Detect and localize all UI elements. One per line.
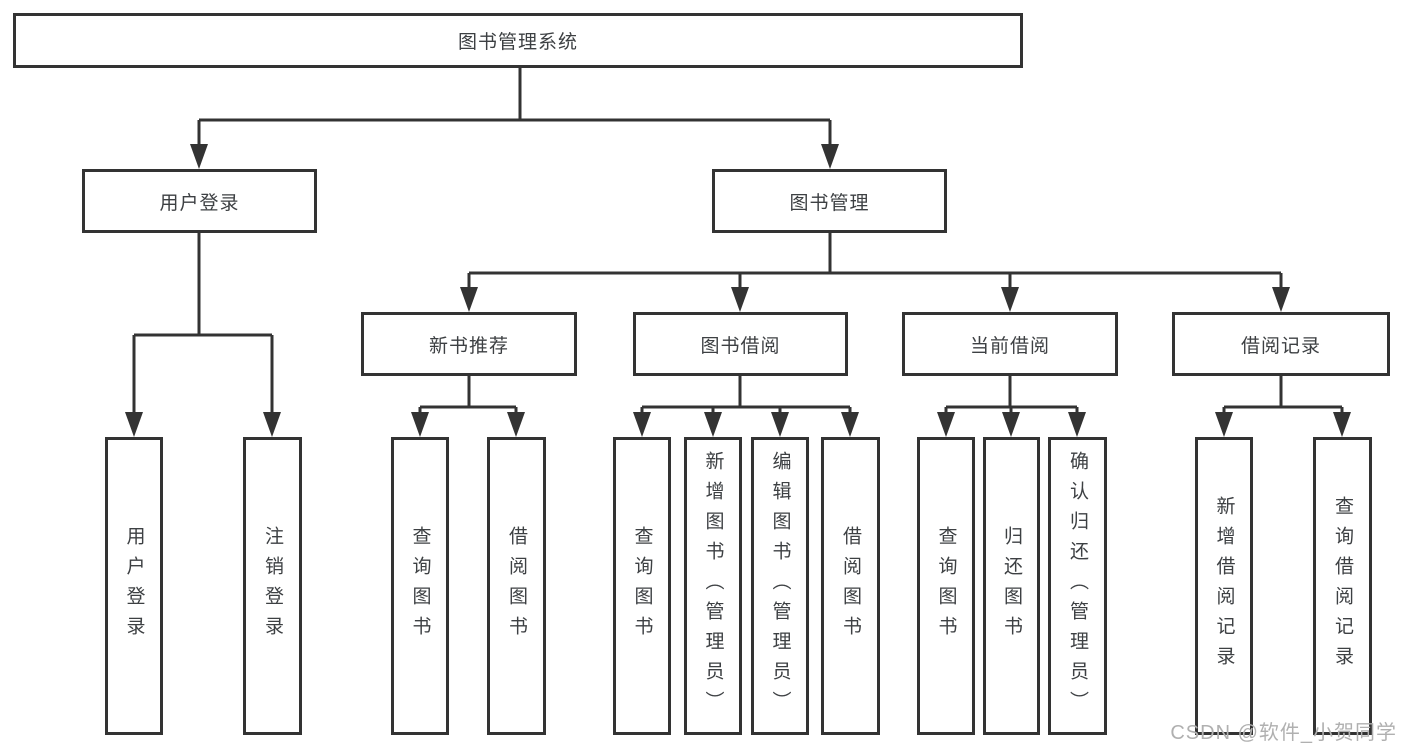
node-user-login: 用户登录 — [82, 169, 317, 233]
leaf-current-confirm-return-admin: 确认归还（管理员） — [1048, 437, 1107, 735]
leaf-record-query-borrow-record: 查询借阅记录 — [1313, 437, 1372, 735]
leaf-borrow-borrow-books: 借阅图书 — [821, 437, 880, 735]
leaf-current-query-books: 查询图书 — [917, 437, 975, 735]
node-root: 图书管理系统 — [13, 13, 1023, 68]
node-borrow-record: 借阅记录 — [1172, 312, 1390, 376]
csdn-watermark: CSDN @软件_小贺同学 — [1170, 722, 1397, 744]
node-new-book-recommend: 新书推荐 — [361, 312, 577, 376]
leaf-record-add-borrow-record: 新增借阅记录 — [1195, 437, 1253, 735]
leaf-newbook-borrow-books: 借阅图书 — [487, 437, 546, 735]
leaf-newbook-query-books: 查询图书 — [391, 437, 449, 735]
node-book-borrow: 图书借阅 — [633, 312, 848, 376]
node-book-management: 图书管理 — [712, 169, 947, 233]
node-current-borrow: 当前借阅 — [902, 312, 1118, 376]
leaf-borrow-query-books: 查询图书 — [613, 437, 671, 735]
leaf-borrow-add-books-admin: 新增图书（管理员） — [684, 437, 742, 735]
leaf-borrow-edit-books-admin: 编辑图书（管理员） — [751, 437, 809, 735]
leaf-logout: 注销登录 — [243, 437, 302, 735]
leaf-user-login: 用户登录 — [105, 437, 163, 735]
leaf-current-return-books: 归还图书 — [983, 437, 1040, 735]
